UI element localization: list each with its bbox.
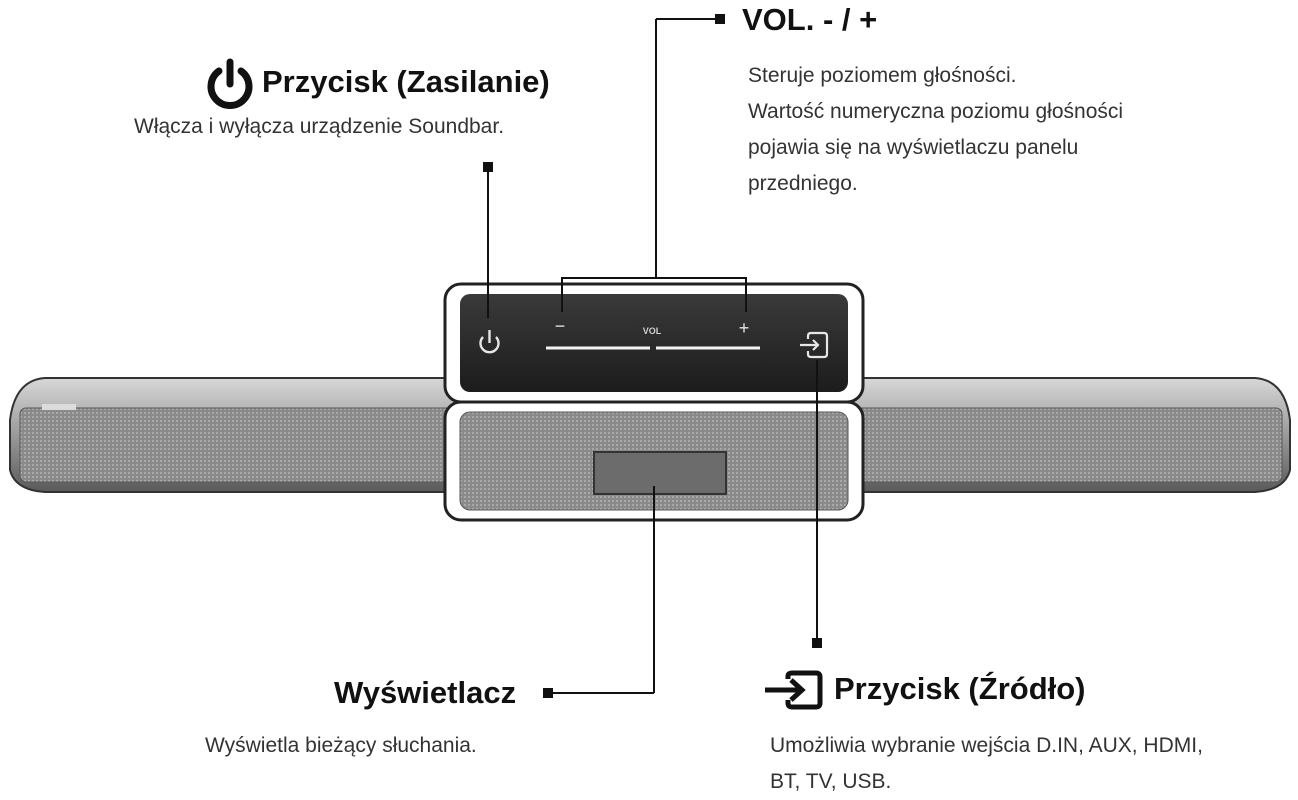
- volume-desc-line: Steruje poziomem głośności.: [748, 64, 1017, 87]
- power-icon: [207, 58, 253, 109]
- volume-desc: Steruje poziomem głośności. Wartość nume…: [748, 58, 1123, 202]
- display-desc: Wyświetla bieżący słuchania.: [205, 734, 477, 757]
- volume-desc-line: Wartość numeryczna poziomu głośności: [748, 100, 1124, 123]
- source-desc-line: BT, TV, USB.: [770, 770, 892, 793]
- control-panel: [443, 282, 865, 404]
- panel-source-button[interactable]: [800, 331, 829, 359]
- power-desc: Włącza i wyłącza urządzenie Soundbar.: [134, 115, 505, 138]
- display-window: [593, 451, 727, 495]
- panel-power-button[interactable]: [479, 330, 500, 354]
- panel-vol-label: VOL: [643, 326, 662, 336]
- callout-lines: [483, 14, 822, 698]
- source-desc: Umożliwia wybranie wejścia D.IN, AUX, HD…: [770, 728, 1203, 800]
- source-title: Przycisk (Źródło): [834, 671, 1086, 706]
- volume-title: VOL. - / +: [742, 2, 878, 37]
- source-desc-line: Umożliwia wybranie wejścia D.IN, AUX, HD…: [770, 734, 1203, 757]
- power-title: Przycisk (Zasilanie): [262, 64, 550, 99]
- volume-desc-line: przedniego.: [748, 172, 858, 195]
- panel-vol-minus: −: [555, 316, 566, 336]
- panel-vol-plus: +: [739, 318, 750, 338]
- display-title: Wyświetlacz: [334, 675, 517, 710]
- panel-volume-control[interactable]: − VOL +: [546, 316, 760, 350]
- volume-desc-line: pojawia się na wyświetlaczu panelu: [748, 136, 1079, 159]
- source-input-icon: [765, 670, 823, 710]
- brand-logo: [42, 404, 76, 410]
